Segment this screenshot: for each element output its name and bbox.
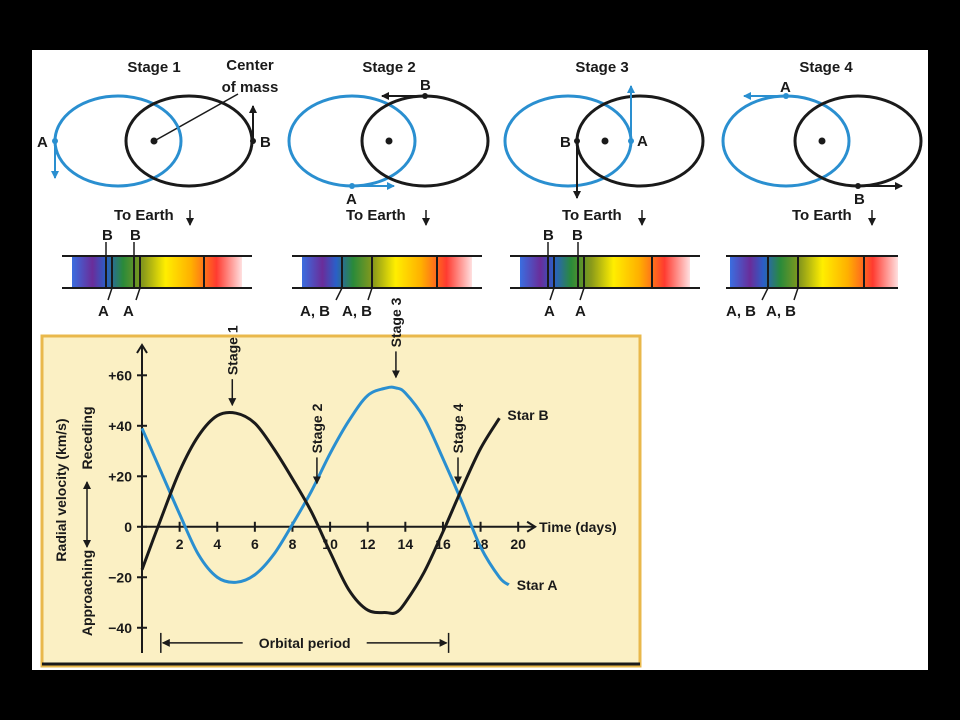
x-tick-label: 10 [322, 536, 338, 552]
label-tick [761, 287, 769, 301]
star-b-label: B [854, 191, 865, 208]
orbit-a [53, 94, 183, 188]
to-earth-label: To Earth [114, 207, 174, 224]
stage-2-title: Stage 2 [362, 59, 415, 76]
series-line-star-a [140, 385, 510, 587]
stage-marker-label: Stage 2 [309, 403, 325, 453]
stage-4-panel: Stage 4 A B To Earth A, B A, B [721, 59, 923, 320]
series-label: Star B [507, 407, 548, 423]
y-tick-label: 0 [124, 519, 132, 535]
orbital-period-label: Orbital period [259, 635, 351, 651]
x-tick-label: 2 [176, 536, 184, 552]
x-tick-label: 12 [360, 536, 376, 552]
label-tick [793, 287, 799, 301]
top-line-label: B [130, 227, 141, 244]
label-tick [135, 287, 141, 301]
y-tick-label: +40 [108, 418, 132, 434]
star-b-label: B [420, 77, 431, 94]
bottom-line-label: A, B [766, 303, 796, 320]
stage-3-panel: Stage 3 A B To Earth B B A A [503, 59, 705, 320]
top-line-label: B [102, 227, 113, 244]
x-axis-label: Time (days) [539, 519, 617, 535]
y-approaching-label: Approaching [79, 550, 95, 636]
orbit-b [124, 94, 254, 188]
label-tick [107, 287, 113, 301]
center-of-mass-dot [601, 137, 609, 145]
label-tick [335, 287, 343, 301]
y-tick-label: +60 [108, 367, 132, 383]
y-axis-arrowhead [136, 343, 148, 354]
label-tick [549, 287, 555, 301]
y-tick-label: −20 [108, 569, 132, 585]
x-tick-label: 8 [289, 536, 297, 552]
y-tick-label: +20 [108, 468, 132, 484]
spectrum-bar [72, 256, 242, 288]
spectrum-bar [520, 256, 690, 288]
stage-3-title: Stage 3 [575, 59, 628, 76]
stage-2-panel: Stage 2 A B To Earth A, B A, B [287, 59, 490, 320]
x-axis-arrowhead [526, 520, 538, 533]
star-b-label: B [260, 134, 271, 151]
star-a-label: A [37, 134, 48, 151]
x-tick-label: 6 [251, 536, 259, 552]
x-tick-label: 20 [510, 536, 526, 552]
to-earth-label: To Earth [792, 207, 852, 224]
bottom-line-label: A [575, 303, 586, 320]
orbit-a [721, 94, 851, 188]
stage-marker-label: Stage 3 [388, 297, 404, 347]
star-a-label: A [346, 191, 357, 208]
label-tick [367, 287, 373, 301]
series-label: Star A [517, 577, 558, 593]
center-of-mass-label-line2: of mass [222, 79, 279, 96]
bottom-line-label: A, B [342, 303, 372, 320]
chart-background [40, 334, 642, 668]
top-line-label: B [572, 227, 583, 244]
star-a-label: A [637, 133, 648, 150]
center-of-mass-label-line1: Center [226, 57, 274, 74]
label-tick [579, 287, 585, 301]
center-of-mass-dot [150, 137, 158, 145]
orbit-b [793, 94, 923, 188]
bottom-line-label: A [544, 303, 555, 320]
orbit-a [287, 94, 417, 188]
bottom-line-label: A [98, 303, 109, 320]
y-receding-label: Receding [79, 406, 95, 469]
bottom-line-label: A, B [300, 303, 330, 320]
to-earth-label: To Earth [346, 207, 406, 224]
orbit-b [360, 94, 490, 188]
center-of-mass-dot [385, 137, 393, 145]
spectrum-bar [302, 256, 472, 288]
y-axis-label: Radial velocity (km/s) [53, 418, 69, 561]
x-tick-label: 4 [213, 536, 221, 552]
to-earth-label: To Earth [562, 207, 622, 224]
star-a-label: A [780, 79, 791, 96]
stage-marker-label: Stage 4 [450, 403, 466, 453]
stage-1-panel: Stage 1 Center of mass A B To Earth B B … [37, 57, 278, 320]
stage-marker-label: Stage 1 [224, 325, 240, 375]
top-line-label: B [543, 227, 554, 244]
stage-1-title: Stage 1 [127, 59, 180, 76]
y-tick-label: −40 [108, 620, 132, 636]
spectrum-bar [730, 256, 898, 288]
star-b-label: B [560, 134, 571, 151]
figure-canvas: Stage 1 Center of mass A B To Earth B B … [37, 57, 923, 668]
center-of-mass-dot [818, 137, 826, 145]
bottom-line-label: A [123, 303, 134, 320]
x-tick-label: 14 [398, 536, 414, 552]
center-of-mass-pointer [155, 93, 239, 141]
bottom-line-label: A, B [726, 303, 756, 320]
binary-star-figure: Stage 1 Center of mass A B To Earth B B … [32, 50, 928, 670]
series-line-star-b [140, 410, 501, 615]
stage-4-title: Stage 4 [799, 59, 853, 76]
